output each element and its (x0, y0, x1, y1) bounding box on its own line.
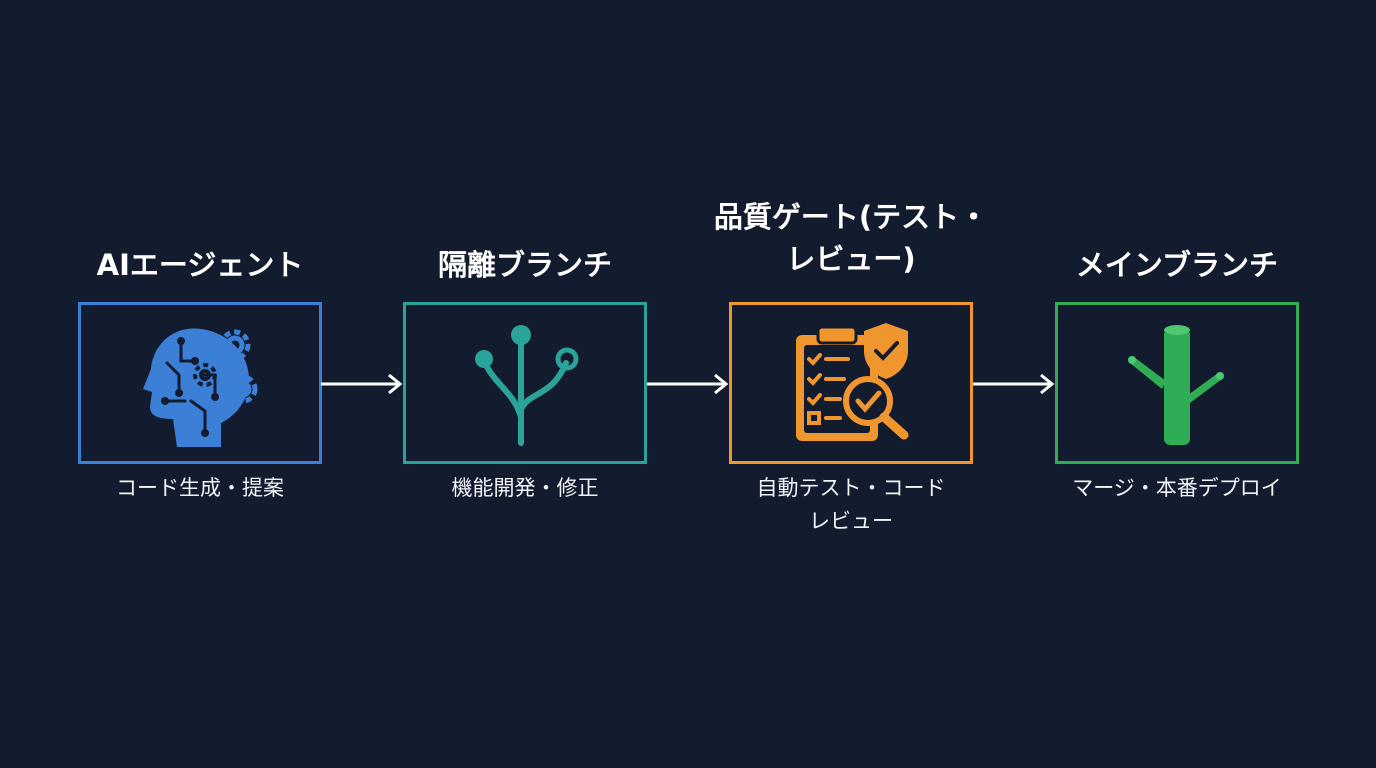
step-title: メインブランチ (1075, 248, 1279, 282)
step-title: 隔離ブランチ (437, 248, 612, 282)
step-box (403, 302, 647, 464)
step-title: AIエージェント (96, 248, 304, 282)
ai-head-gears-icon (143, 328, 258, 447)
step-box (729, 302, 973, 464)
clipboard-check-icon (796, 323, 909, 441)
step-box (78, 302, 322, 464)
main-trunk-icon (1128, 325, 1224, 445)
flow-arrow (321, 373, 403, 395)
flow-arrow (647, 373, 729, 395)
step-description: 自動テスト・コード レビュー (756, 476, 946, 533)
step-title: 品質ゲート(テスト・ レビュー) (713, 200, 989, 276)
step-description: 機能開発・修正 (451, 476, 599, 500)
flow-arrow (973, 373, 1055, 395)
step-box (1055, 302, 1299, 464)
step-description: マージ・本番デプロイ (1072, 476, 1282, 500)
step-description: コード生成・提案 (116, 476, 284, 500)
branch-icon (475, 325, 579, 446)
